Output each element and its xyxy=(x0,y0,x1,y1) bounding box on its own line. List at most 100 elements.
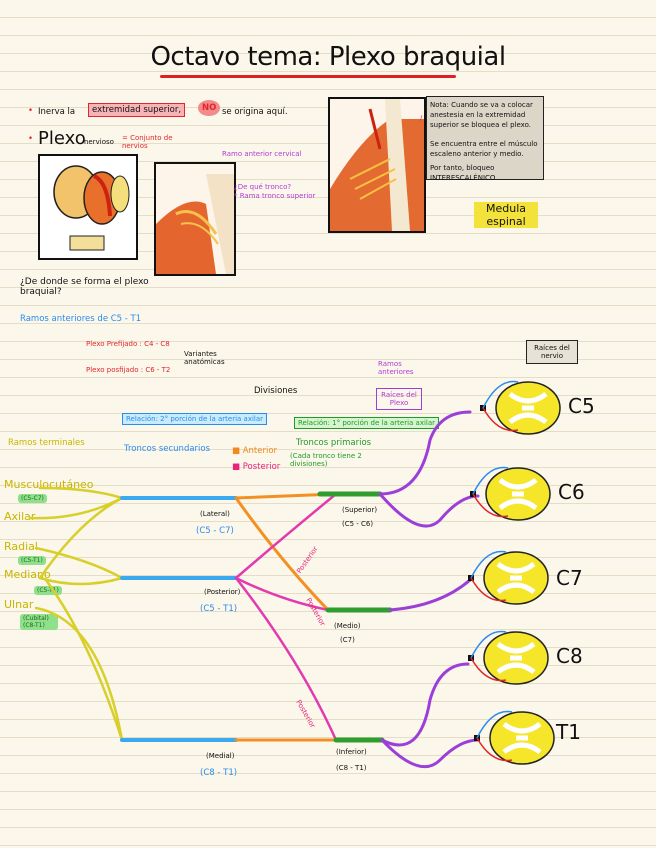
note-line-3: Por tanto, bloqueo INTERESCALÉNICO. xyxy=(430,164,498,182)
neck-anatomy-image xyxy=(328,97,426,233)
nerve-roots-2: (C5-T1) xyxy=(18,556,46,565)
posterior-root xyxy=(482,380,519,409)
mediano-medial-line xyxy=(44,578,124,742)
anterior-root xyxy=(470,577,507,602)
segment-c8: C8 xyxy=(556,644,583,668)
shoulder-muscle-illustration xyxy=(38,154,138,260)
medula-label: Medula espinal xyxy=(474,202,538,228)
anterior-root xyxy=(472,493,509,518)
troncos-primarios-note: (Cada tronco tiene 2 divisiones) xyxy=(290,452,362,468)
posterior-div-2 xyxy=(234,576,330,612)
posterior-root xyxy=(476,710,513,739)
spinal-segment-c5 xyxy=(480,380,561,435)
purple-note-2: ¿De qué tronco? xyxy=(234,183,292,191)
cord-posterior-name: (Posterior) xyxy=(204,588,241,596)
spinal-segment-t1 xyxy=(474,710,555,765)
plexo-rest: nervioso xyxy=(84,138,114,146)
raices-plexo-box: Raíces del Plexo xyxy=(376,388,422,410)
bullet1-text-c: se origina aquí. xyxy=(222,107,288,117)
plexo-posfijado: Plexo posfijado : C6 - T2 xyxy=(86,366,171,374)
purple-note-3: * Rama tronco superior xyxy=(234,192,316,200)
troncos-primarios-label: Troncos primarios xyxy=(296,438,372,448)
gray-matter-shape xyxy=(502,721,542,755)
ramos-anteriores-note: Ramos anteriores de C5 - T1 xyxy=(20,314,142,324)
posterior-root xyxy=(470,630,507,659)
anterior-legend-text: Anterior xyxy=(242,446,278,456)
spinal-segment-c6 xyxy=(470,466,551,521)
posterior-root xyxy=(470,550,507,579)
trunk-inferior-name: (Inferior) xyxy=(336,748,367,756)
posterior-div-1 xyxy=(234,492,338,580)
ulnar-line xyxy=(34,606,124,742)
trunk-superior-roots: (C5 - C6) xyxy=(342,520,374,528)
cord-posterior-roots: (C5 - T1) xyxy=(200,604,238,614)
nerve-ulnar: Ulnar xyxy=(4,598,34,611)
gray-matter-shape xyxy=(498,477,538,511)
root-c6 xyxy=(378,492,480,528)
posterior-div-3 xyxy=(234,576,338,742)
root-c5 xyxy=(378,410,472,496)
troncos-secundarios-label: Troncos secundarios xyxy=(124,444,211,454)
posterior-legend: ■ Posterior xyxy=(232,462,281,472)
ramos-anteriores-purple: Ramos anteriores xyxy=(378,360,414,376)
root-t1 xyxy=(380,738,480,769)
ramos-terminales-label: Ramos terminales xyxy=(8,438,85,448)
deltoid-drawing xyxy=(53,165,130,251)
musculocutaneo-line xyxy=(38,486,124,500)
anterior-root xyxy=(476,737,513,762)
spinal-cord-segments xyxy=(468,380,561,765)
bullet1-text-a: Inerva la xyxy=(38,107,76,117)
note-line-1: Nota: Cuando se va a colocar anestesia e… xyxy=(430,101,533,129)
nerve-roots-4: (Cubital) (C8-T1) xyxy=(20,614,58,630)
gray-matter-shape xyxy=(496,561,536,595)
nerve-axilar: Axilar xyxy=(4,510,36,523)
shoulder-anatomy-image xyxy=(154,162,236,276)
anatomy-drawing-2 xyxy=(330,99,424,231)
nerve-musculocutaneo: Musculocutáneo xyxy=(4,478,94,491)
axilar-line xyxy=(28,496,124,520)
nerve-roots-3: (C5-T1) xyxy=(34,586,62,595)
segment-t1: T1 xyxy=(556,720,581,744)
trunk-superior-name: (Superior) xyxy=(342,506,378,514)
pink-arrow-note: / xyxy=(420,114,423,122)
bullet1-highlight: extremidad superior, xyxy=(88,103,186,117)
bullet-dot-2: • xyxy=(28,134,34,144)
trunk-inferior-roots: (C8 - T1) xyxy=(336,764,367,772)
plexus-connections xyxy=(28,410,480,769)
segment-c6: C6 xyxy=(558,480,585,504)
spinal-segment-c7 xyxy=(468,550,549,605)
gray-matter-shape xyxy=(508,391,548,425)
plexo-word: Plexo xyxy=(38,128,86,149)
anesthesia-note-box: Nota: Cuando se va a colocar anestesia e… xyxy=(426,96,544,182)
mediano-root-line xyxy=(38,576,124,586)
anterior-legend: ■ Anterior xyxy=(232,446,278,456)
segment-c5: C5 xyxy=(568,394,595,418)
trunk-medio-name: (Medio) xyxy=(334,622,361,630)
raices-nervio-box: Raíces del nervio xyxy=(526,340,578,364)
gray-matter-shape xyxy=(496,641,536,675)
root-c8 xyxy=(380,662,470,747)
question-text: ¿De donde se forma el plexo braquial? xyxy=(20,277,149,297)
nerve-name-0: Musculocutáneo xyxy=(4,478,94,491)
page-title: Octavo tema: Plexo braquial xyxy=(150,42,506,72)
anterior-mid xyxy=(234,496,330,612)
anatomy-drawing-1 xyxy=(156,164,234,274)
conjunto-nervios: = Conjunto de nervios xyxy=(122,134,173,150)
note-line-2: Se encuentra entre el músculo escaleno a… xyxy=(430,140,538,158)
anterior-root xyxy=(470,657,507,682)
plexo-prefijado: Plexo Prefijado : C4 - C8 xyxy=(86,340,170,348)
nerve-radial: Radial xyxy=(4,540,38,553)
box-secundario: Relación: 2° porción de la arteria axila… xyxy=(122,413,268,425)
trunk-medio-roots: (C7) xyxy=(340,636,355,644)
purple-note-1: Ramo anterior cervical xyxy=(222,150,302,158)
bullet-dot-1: • xyxy=(28,106,34,116)
mediano-lateral-line xyxy=(38,496,124,580)
spinal-segment-c8 xyxy=(468,630,549,685)
divisiones-label: Divisiones xyxy=(254,386,298,396)
variantes-label: Variantes anatómicas xyxy=(184,350,225,366)
segment-c7: C7 xyxy=(556,566,583,590)
posterior-legend-text: Posterior xyxy=(242,462,281,472)
cord-lateral-name: (Lateral) xyxy=(200,510,230,518)
